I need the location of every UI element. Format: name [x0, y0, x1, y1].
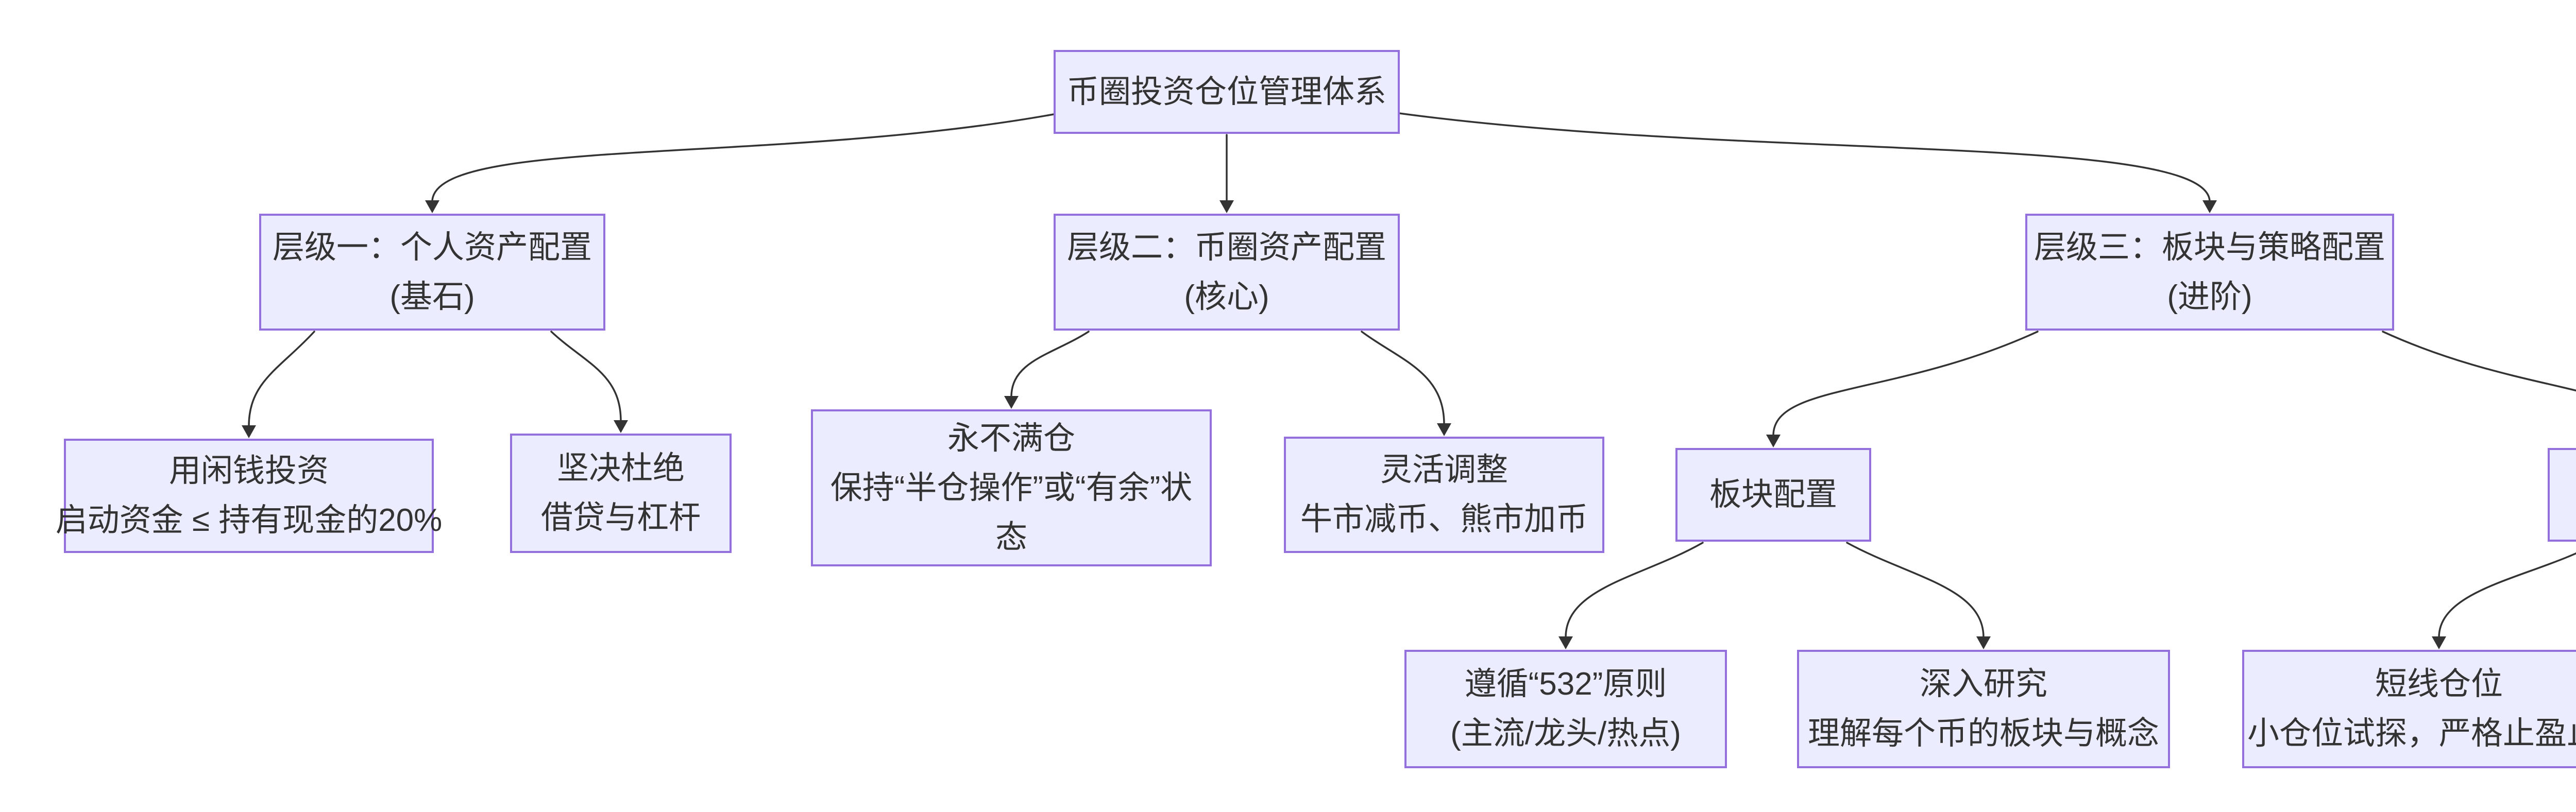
arrowhead-level3	[2202, 200, 2217, 213]
node-level3-sublabel: (进阶)	[2167, 279, 2252, 315]
arrowhead-level2	[1219, 200, 1234, 213]
node-level3-label: 层级三：板块与策略配置	[2033, 229, 2385, 265]
node-flexible-adjust: 灵活调整 牛市减币、熊市加币	[1284, 437, 1604, 553]
node-short-term-label: 短线仓位	[2375, 666, 2503, 702]
node-flexible-adjust-label: 灵活调整	[1380, 452, 1508, 488]
arrowhead-never-full	[1004, 396, 1019, 409]
node-never-full-sublabel: 保持“半仓操作”或“有余”状	[830, 470, 1193, 506]
edge-level1-idle-money	[248, 331, 315, 427]
edge-sector-deep-research	[1846, 542, 1985, 638]
node-rule-532-label: 遵循“532”原则	[1464, 666, 1667, 702]
arrowhead-flexible-adjust	[1437, 423, 1451, 436]
node-deep-research-label: 深入研究	[1919, 666, 2047, 702]
node-never-full-sublabel2: 态	[995, 519, 1027, 555]
node-level3: 层级三：板块与策略配置 (进阶)	[2025, 214, 2394, 331]
node-rule-532-sublabel: (主流/龙头/热点)	[1450, 716, 1681, 751]
node-level2-sublabel: (核心)	[1184, 279, 1269, 315]
node-level2-label: 层级二：币圈资产配置	[1066, 229, 1386, 265]
node-root-label: 币圈投资仓位管理体系	[1066, 74, 1386, 110]
arrowhead-rule-532	[1558, 636, 1573, 649]
node-idle-money: 用闲钱投资 启动资金 ≤ 持有现金的20%	[56, 439, 442, 553]
node-short-term: 短线仓位 小仓位试探，严格止盈止损	[2242, 650, 2576, 768]
edge-level3-sector-config	[1772, 331, 2039, 437]
node-rule-532: 遵循“532”原则 (主流/龙头/热点)	[1404, 650, 1727, 768]
edge-root-level3	[1398, 112, 2211, 203]
node-strategy-config: 策略配置	[2548, 448, 2576, 542]
node-idle-money-label: 用闲钱投资	[168, 453, 329, 489]
node-idle-money-sublabel: 启动资金 ≤ 持有现金的20%	[55, 503, 443, 538]
node-root: 币圈投资仓位管理体系	[1054, 50, 1400, 134]
node-flexible-adjust-sublabel: 牛市减币、熊市加币	[1300, 502, 1588, 537]
edge-sector-rule-532	[1565, 542, 1704, 638]
node-short-term-sublabel: 小仓位试探，严格止盈止损	[2247, 716, 2576, 751]
edge-level3-strategy-config	[2382, 331, 2576, 392]
node-level1: 层级一：个人资产配置 (基石)	[259, 214, 605, 331]
node-deep-research: 深入研究 理解每个币的板块与概念	[1797, 650, 2170, 768]
arrowhead-deep-research	[1976, 636, 1991, 649]
edge-level2-never-full	[1010, 331, 1090, 398]
arrowhead-sector-config	[1766, 435, 1781, 447]
arrowhead-short-term	[2432, 636, 2446, 649]
node-level1-label: 层级一：个人资产配置	[272, 229, 592, 265]
node-never-full-label: 永不满仓	[947, 420, 1075, 456]
node-no-leverage: 坚决杜绝 借贷与杠杆	[510, 434, 732, 553]
edge-strategy-short-term	[2438, 552, 2576, 638]
node-no-leverage-label: 坚决杜绝	[556, 451, 685, 486]
arrowhead-level1	[425, 200, 439, 213]
node-no-leverage-sublabel: 借贷与杠杆	[540, 500, 701, 535]
node-level2: 层级二：币圈资产配置 (核心)	[1054, 214, 1400, 331]
edge-root-level1	[431, 113, 1055, 203]
node-sector-config-label: 板块配置	[1709, 477, 1837, 512]
edge-level1-no-leverage	[550, 331, 622, 422]
node-never-full: 永不满仓 保持“半仓操作”或“有余”状 态	[811, 409, 1212, 566]
arrowhead-idle-money	[242, 425, 256, 438]
arrowhead-no-leverage	[614, 420, 628, 433]
node-sector-config: 板块配置	[1675, 448, 1871, 542]
node-level1-sublabel: (基石)	[389, 279, 475, 315]
edge-level2-flexible-adjust	[1361, 331, 1445, 425]
node-deep-research-sublabel: 理解每个币的板块与概念	[1807, 716, 2159, 751]
